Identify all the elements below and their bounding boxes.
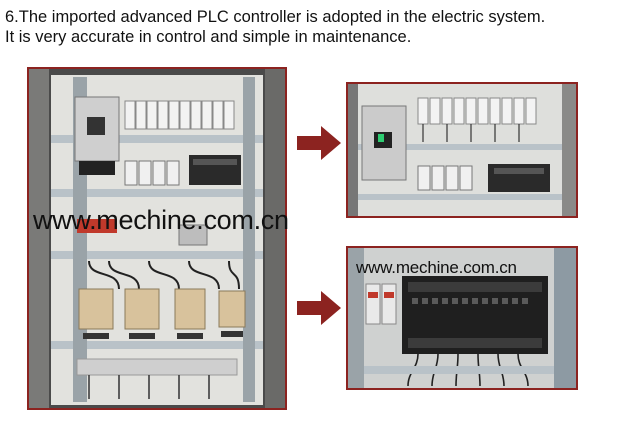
caption-line-1: 6.The imported advanced PLC controller i…: [5, 8, 546, 26]
electric-cabinet-photo: [27, 67, 287, 410]
watermark-small: www.mechine.com.cn: [356, 258, 517, 277]
watermark-main: www.mechine.com.cn: [33, 205, 289, 235]
caption: 6.The imported advanced PLC controller i…: [5, 7, 605, 47]
breaker-detail-photo: [346, 82, 578, 218]
breaker-detail-illustration: [348, 84, 576, 216]
caption-line-2: It is very accurate in control and simpl…: [5, 28, 412, 46]
plc-detail-illustration: [348, 248, 576, 388]
right-arrow-icon: [297, 291, 341, 325]
electric-cabinet-illustration: [29, 69, 285, 408]
plc-detail-photo: [346, 246, 578, 390]
right-arrow-icon: [297, 126, 341, 160]
